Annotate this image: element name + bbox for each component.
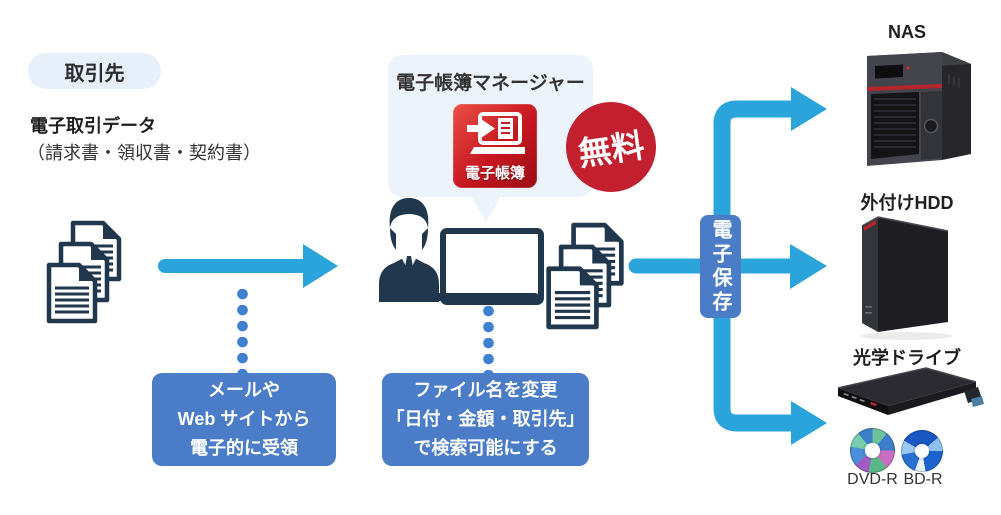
hdd-label: 外付けHDD	[860, 193, 954, 213]
bd-r-disc-icon	[901, 430, 943, 472]
bd-r-label: BD-R	[903, 471, 943, 488]
step2-line2: 「日付・金額・取引先」	[386, 409, 585, 429]
dotted-connector-left	[237, 289, 248, 381]
step1-line2: Web サイトから	[177, 409, 311, 429]
source-pill: 取引先	[28, 53, 161, 89]
office-worker-icon	[379, 198, 439, 302]
nas-device-image	[867, 52, 971, 166]
optical-drive-image	[837, 367, 984, 415]
speech-bubble-tail	[471, 196, 501, 222]
step2-line1: ファイル名を変更	[413, 380, 558, 400]
laptop-base	[431, 293, 539, 301]
app-icon-label: 電子帳簿	[464, 165, 525, 182]
step1-line1: メールや	[208, 380, 280, 400]
step-box-receive: メールや Web サイトから 電子的に受領	[152, 373, 336, 466]
documents-stack-icon-right	[546, 222, 624, 330]
free-badge: 無料	[566, 102, 656, 192]
step-box-rename: ファイル名を変更 「日付・金額・取引先」 で検索可能にする	[382, 373, 589, 466]
electronic-save-label: 電子保存	[709, 218, 731, 315]
nas-label: NAS	[887, 22, 926, 42]
dvd-r-disc-icon	[850, 428, 895, 473]
step2-line3: で検索可能にする	[413, 438, 558, 458]
step1-line3: 電子的に受領	[190, 438, 298, 458]
laptop-icon	[440, 228, 544, 305]
denshi-chobo-app-icon: 電子帳簿	[453, 104, 537, 188]
external-hdd-image	[860, 216, 952, 340]
app-title: 電子帳簿マネージャー	[396, 73, 585, 94]
electronic-save-badge: 電子保存	[700, 215, 741, 318]
dotted-connector-center	[483, 306, 494, 382]
dvd-r-label: DVD-R	[847, 471, 898, 488]
optical-drive-label: 光学ドライブ	[853, 348, 961, 368]
laptop-arrow-doc-glyph	[467, 112, 525, 154]
documents-stack-icon	[46, 220, 122, 324]
data-title: 電子取引データ	[30, 116, 156, 136]
free-badge-label: 無料	[576, 126, 647, 173]
data-subtitle: （請求書・領収書・契約書）	[27, 143, 261, 163]
